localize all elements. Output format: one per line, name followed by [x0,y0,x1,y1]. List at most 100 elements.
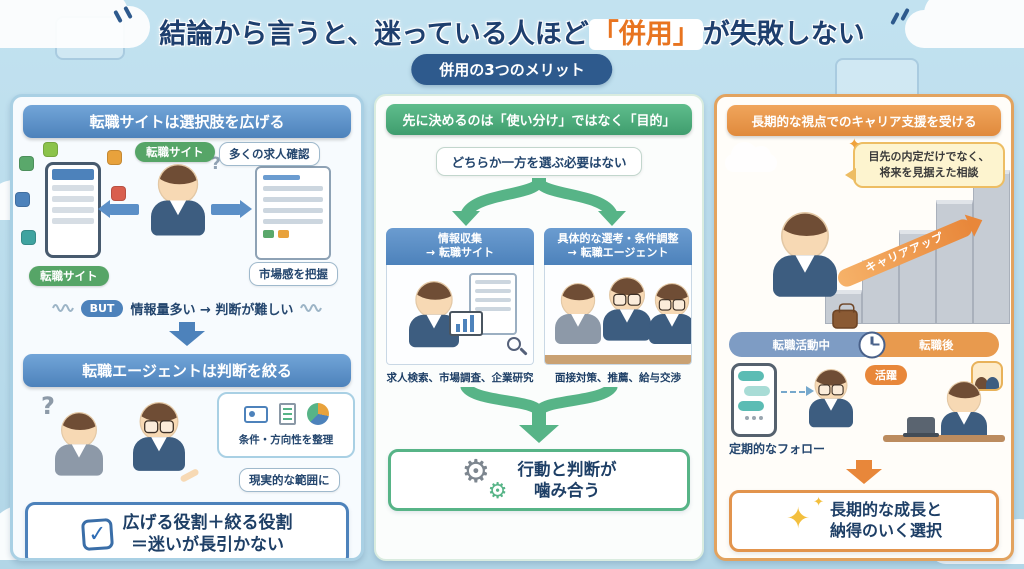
phone-screen-line [52,185,94,191]
meeting-person [603,276,651,347]
question-icon: ? [41,392,55,420]
career-stairs-illustration: キャリアアップ ✦ 目先の内定だけでなく、 将来を見据えた相談 [717,135,1011,329]
active-badge: 活躍 [865,365,907,385]
glasses-icon [611,293,643,306]
panel-career-support: 長期的な視点でのキャリア支援を受ける キャリアアップ ✦ 目先の内定だけでなく、… [714,94,1014,561]
right-conclusion-box: ✦ ✦ 長期的な成長と 納得のいく選択 [729,490,999,552]
squiggle-icon [300,304,323,312]
climbing-businessman [773,212,858,329]
document-tags [263,230,323,238]
timeline-during: 転職活動中 [729,332,874,357]
table-icon [545,354,691,364]
app-icon [107,150,122,165]
realistic-range-bubble: 現実的な範囲に [239,468,340,492]
person-body [773,255,858,329]
cloud [0,0,150,48]
app-icon [43,142,58,157]
bubble-line1: 目先の内定だけでなく、 [868,150,990,163]
check-icon: ✓ [80,517,114,551]
panels-row: 転職サイトは選択肢を広げる 転職サイト [10,94,1014,561]
laptop-icon [903,417,939,437]
chat-bubble [744,386,770,396]
app-icon [19,156,34,171]
organize-icons-box: 条件・方向性を整理 [217,392,355,458]
document-icon [469,272,517,335]
cloud [905,0,1024,48]
app-icon [21,230,36,245]
person-head [946,381,982,416]
but-row: BUT 情報量多い → 判断が難しい [13,297,361,319]
pie-chart-icon [306,403,329,425]
agent-card-illustration [544,264,692,365]
down-arrow-icon [169,322,205,346]
document-line [263,186,323,191]
magnifier-icon [507,336,521,351]
person-head [814,369,848,402]
document-line [475,279,511,284]
but-badge: BUT [80,299,124,317]
no-need-to-choose-note: どちらか一方を選ぶ必要はない [436,147,642,176]
app-icon [15,192,30,207]
site-badge-bottom: 転職サイト [29,266,109,286]
panel-site-and-agent: 転職サイトは選択肢を広げる 転職サイト [10,94,364,561]
middle-conclusion-line2: 噛み合う [534,481,600,501]
glasses-icon [656,298,687,311]
site-card: 情報収集 → 転職サイト [386,228,534,385]
checklist-icon [278,403,296,425]
person-body [151,200,205,236]
arrow-left-icon [98,200,139,218]
dashed-arrow-icon [781,386,814,396]
app-icon [111,186,126,201]
squiggle-icon [51,304,74,312]
person-head [415,280,453,319]
agent-card-title1: 具体的な選考・条件調整 [557,232,679,245]
person-head [609,276,645,313]
purpose-cards: 情報収集 → 転職サイト [386,228,692,385]
left-illustration-agent: ? 条件・方向性を整理 現実的な範囲に [13,390,361,496]
tablet-icon [449,310,483,336]
document-line [263,219,323,224]
sparkle-glyph: ✦ [785,500,811,535]
subtitle-badge: 併用の3つのメリット [411,54,613,85]
person-body [649,313,691,344]
icon-row [219,401,353,427]
middle-conclusion-line1: 行動と判断が [517,459,617,479]
title-text-pre: 結論から言うと、迷っている人ほど [159,19,589,50]
agent-person [809,369,853,433]
timeline-bar: 転職活動中 転職後 [729,331,999,358]
site-card-header: 情報収集 → 転職サイト [386,228,534,265]
panel-purpose: 先に決めるのは「使い分け」ではなく「目的」 どちらか一方を選ぶ必要はない 情報収… [374,94,704,561]
person-head [560,282,596,318]
person-body [603,308,651,341]
middle-section-header: 先に決めるのは「使い分け」ではなく「目的」 [386,104,692,135]
job-list-document-icon [255,166,331,260]
question-icon: ? [211,154,221,174]
person-body [133,437,200,483]
bubble-line2: 将来を見据えた相談 [879,165,979,179]
clock-icon [858,331,886,358]
left-conclusion-line2: ＝迷いが長引かない [131,535,284,556]
follow-up-illustration: 活躍 定期的なフォロー [717,361,1011,457]
person-body [555,313,601,344]
chat-phone-icon [731,363,777,437]
phone-screen-line [52,196,94,202]
person-head [139,402,179,441]
many-jobs-bubble: 多くの求人確認 [219,142,320,166]
meeting-person [649,282,691,350]
site-badge-top: 転職サイト [135,142,215,162]
future-consult-bubble: ✦ 目先の内定だけでなく、 将来を見据えた相談 [845,135,1005,188]
id-card-icon [243,405,268,423]
chat-bubble [738,401,764,411]
middle-conclusion-box: ⚙ ⚙ 行動と判断が 噛み合う [388,448,690,512]
chart-bar [456,323,460,332]
agent-card-title2: → 転職エージェント [567,246,669,260]
flow-converge-arrow [460,386,618,443]
timeline-after: 転職後 [873,332,999,357]
agent-person [133,402,200,483]
sparkle-glyph: ✦ [813,494,824,510]
left-section-header-1: 転職サイトは選択肢を広げる [23,105,351,138]
phone-screen-line [52,207,94,213]
meeting-person [555,282,601,350]
document-line [263,197,323,202]
